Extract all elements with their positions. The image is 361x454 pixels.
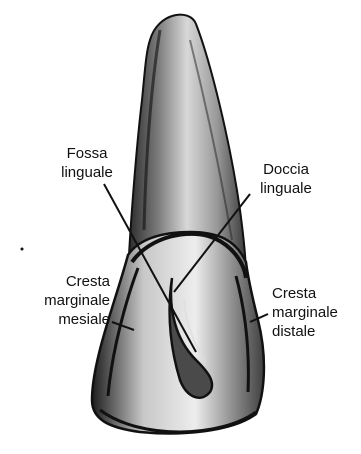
label-line: Cresta [14,272,110,291]
label-line: Doccia [250,160,322,179]
label-cresta-mesiale: Cresta marginale mesiale [14,272,110,329]
label-line: Fossa [54,144,120,163]
label-line: marginale [272,303,358,322]
label-fossa-linguale: Fossa linguale [54,144,120,182]
label-line: linguale [54,163,120,182]
label-line: linguale [250,179,322,198]
label-line: mesiale [14,310,110,329]
label-cresta-distale: Cresta marginale distale [272,284,358,341]
label-line: distale [272,322,358,341]
label-line: marginale [14,291,110,310]
label-line: Cresta [272,284,358,303]
label-doccia-linguale: Doccia linguale [250,160,322,198]
